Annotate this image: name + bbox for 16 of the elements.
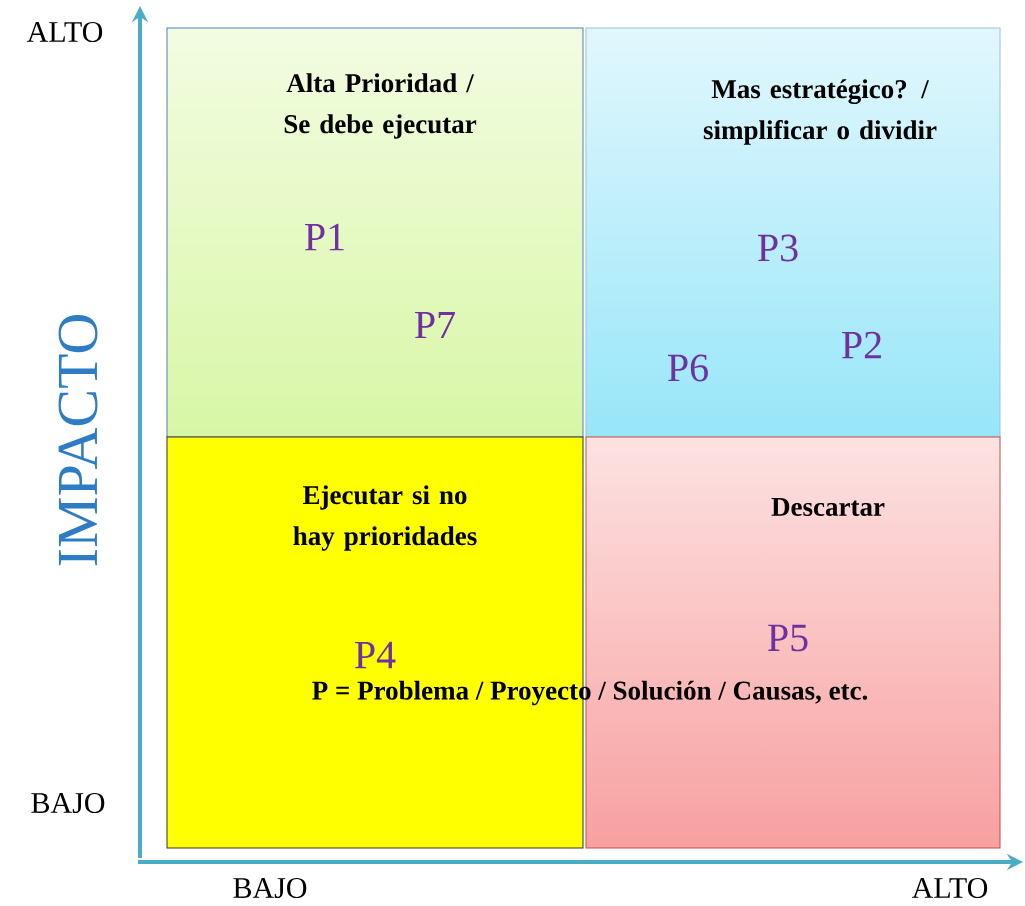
item-code: P1 [305,223,344,251]
item-code: P5 [768,624,808,652]
quadrant-heading: Mas estratégico? / simplificar o dividir [703,79,937,145]
item-code: P7 [415,311,455,339]
axis-label: ALTO [911,877,988,899]
axis-label: ALTO [26,21,103,43]
quadrant-heading: Ejecutar si no hay prioridades [293,485,477,551]
quadrant-heading: Descartar [771,498,885,516]
axis-title: IMPACTO [58,315,98,566]
item-code: P4 [355,641,396,669]
item-code: P2 [842,331,881,359]
item-code: P3 [758,234,798,262]
axis-label: BAJO [233,877,307,899]
quadrant-heading: Alta Prioridad / Se debe ejecutar [284,73,477,139]
item-code: P6 [668,354,708,382]
axis-label: BAJO [31,792,105,814]
